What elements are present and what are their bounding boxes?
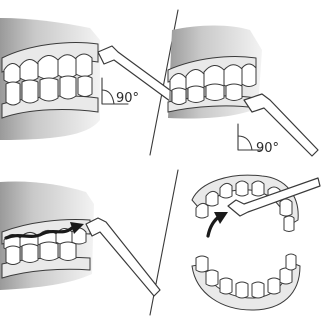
- panel-bottom-left: [0, 181, 160, 296]
- right-angle-arc: [102, 90, 114, 104]
- angle-label-top-right: 90°: [256, 141, 279, 156]
- angle-label-top-left: 90°: [116, 91, 139, 106]
- panel-bottom-right: [192, 175, 320, 310]
- right-angle-arc: [238, 136, 252, 150]
- flosser-tool: [86, 218, 160, 296]
- panel-top-right: 90°: [168, 26, 318, 157]
- panel-top-left: 90°: [0, 18, 178, 140]
